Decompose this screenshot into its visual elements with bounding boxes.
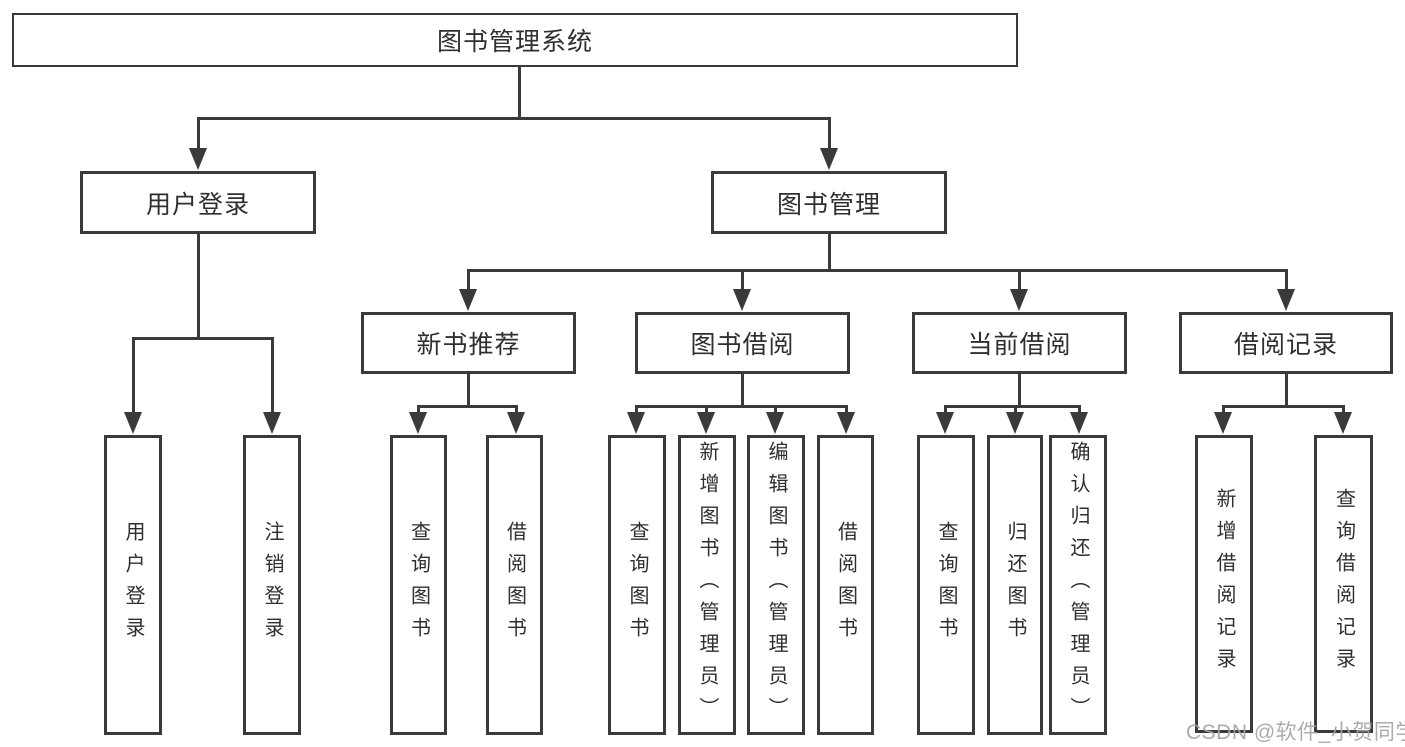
connector-level2 <box>467 269 1288 272</box>
connector-user-login-stem <box>197 234 200 340</box>
branch-node-label: 图书管理 <box>776 190 881 219</box>
connector-book-mgmt-stem <box>828 234 831 272</box>
connector-section-drop <box>1018 269 1021 293</box>
connector-split-current-borrow <box>944 405 1081 408</box>
arrowhead-leaf <box>124 412 142 434</box>
connector-leaf-drop <box>635 405 638 417</box>
section-node-current-borrow: 当前借阅 <box>912 312 1127 374</box>
section-node-label: 新书推荐 <box>416 331 521 359</box>
leaf-node-borrow-books-rec: 借阅图书 <box>486 435 543 735</box>
connector-leaf-drop <box>774 405 777 417</box>
arrowhead-user-login <box>189 148 207 170</box>
branch-node-user-login: 用户登录 <box>80 171 316 234</box>
arrowhead-leaf <box>837 412 855 434</box>
section-node-label: 借阅记录 <box>1233 331 1338 359</box>
connector-leaf-drop <box>1078 405 1081 417</box>
arrowhead-leaf <box>409 412 427 434</box>
connector-book-mgmt-drop <box>828 117 831 152</box>
leaf-node-query-borrow-record: 查询借阅记录 <box>1314 435 1373 733</box>
section-node-book-borrow: 图书借阅 <box>635 312 850 374</box>
leaf-node-label: 用户登录 <box>122 521 144 649</box>
connector-leaf-drop <box>271 337 274 415</box>
leaf-node-return-books: 归还图书 <box>987 435 1043 735</box>
section-node-borrow-records: 借阅记录 <box>1179 312 1393 374</box>
arrowhead-section <box>459 289 477 311</box>
connector-root-stem <box>518 67 521 119</box>
leaf-node-borrow-books: 借阅图书 <box>817 435 874 735</box>
arrowhead-leaf <box>936 412 954 434</box>
root-node-library-system: 图书管理系统 <box>12 13 1018 67</box>
arrowhead-book-mgmt <box>820 148 838 170</box>
arrowhead-leaf <box>627 412 645 434</box>
leaf-node-label: 确认归还（管理员） <box>1067 441 1089 729</box>
connector-section-stem <box>1285 374 1288 408</box>
connector-leaf-drop <box>845 405 848 417</box>
arrowhead-leaf <box>1334 412 1352 434</box>
leaf-node-label: 注销登录 <box>261 521 283 649</box>
leaf-node-label: 查询图书 <box>935 521 957 649</box>
connector-leaf-drop <box>1222 405 1225 417</box>
leaf-node-label: 编辑图书（管理员） <box>765 441 787 729</box>
arrowhead-leaf <box>1006 412 1024 434</box>
leaf-node-logout: 注销登录 <box>243 435 301 735</box>
connector-leaf-drop <box>1342 405 1345 417</box>
connector-leaf-drop <box>944 405 947 417</box>
connector-section-drop <box>741 269 744 293</box>
leaf-node-label: 查询借阅记录 <box>1332 488 1355 680</box>
section-node-new-book-rec: 新书推荐 <box>361 312 576 374</box>
arrowhead-section <box>1277 289 1295 311</box>
connector-leaf-drop <box>515 405 518 417</box>
leaf-node-add-book-admin: 新增图书（管理员） <box>678 435 736 735</box>
connector-section-drop <box>467 269 470 293</box>
connector-split-new-book-rec <box>417 405 518 408</box>
arrowhead-leaf <box>507 412 525 434</box>
branch-node-book-mgmt: 图书管理 <box>711 171 947 234</box>
leaf-node-edit-book-admin: 编辑图书（管理员） <box>747 435 805 735</box>
leaf-node-label: 归还图书 <box>1004 521 1026 649</box>
leaf-node-label: 新增借阅记录 <box>1213 488 1235 680</box>
connector-leaf-drop <box>132 337 135 415</box>
section-node-label: 图书借阅 <box>690 331 795 359</box>
arrowhead-leaf <box>1070 412 1088 434</box>
arrowhead-section <box>1010 289 1028 311</box>
leaf-node-label: 借阅图书 <box>834 521 857 649</box>
section-node-label: 当前借阅 <box>967 331 1072 359</box>
leaf-node-confirm-return-admin: 确认归还（管理员） <box>1049 435 1107 735</box>
arrowhead-leaf <box>1214 412 1232 434</box>
connector-user-login-split <box>132 337 274 340</box>
connector-section-stem <box>467 374 470 408</box>
connector-level1 <box>197 117 831 120</box>
watermark-csdn: CSDN @软件_小贺同学 <box>1186 721 1405 744</box>
leaf-node-query-books-rec: 查询图书 <box>390 435 447 735</box>
leaf-node-query-books-current: 查询图书 <box>917 435 975 735</box>
arrowhead-leaf <box>766 412 784 434</box>
branch-node-label: 用户登录 <box>145 190 250 219</box>
arrowhead-leaf <box>697 412 715 434</box>
connector-leaf-drop <box>1014 405 1017 417</box>
leaf-node-user-login: 用户登录 <box>104 435 162 735</box>
connector-section-stem <box>1018 374 1021 408</box>
leaf-node-add-borrow-record: 新增借阅记录 <box>1195 435 1253 733</box>
connector-user-login-drop <box>197 117 200 152</box>
connector-leaf-drop <box>417 405 420 417</box>
root-node-label: 图书管理系统 <box>436 28 593 56</box>
connector-leaf-drop <box>705 405 708 417</box>
leaf-node-label: 查询图书 <box>407 521 430 649</box>
leaf-node-label: 查询图书 <box>626 521 648 649</box>
leaf-node-query-books-borrow: 查询图书 <box>608 435 666 735</box>
leaf-node-label: 新增图书（管理员） <box>696 441 718 729</box>
connector-section-stem <box>741 374 744 408</box>
arrowhead-section <box>733 289 751 311</box>
connector-split-borrow-records <box>1222 405 1345 408</box>
connector-section-drop <box>1285 269 1288 293</box>
leaf-node-label: 借阅图书 <box>503 521 526 649</box>
arrowhead-leaf <box>263 412 281 434</box>
connector-split-book-borrow <box>635 405 848 408</box>
